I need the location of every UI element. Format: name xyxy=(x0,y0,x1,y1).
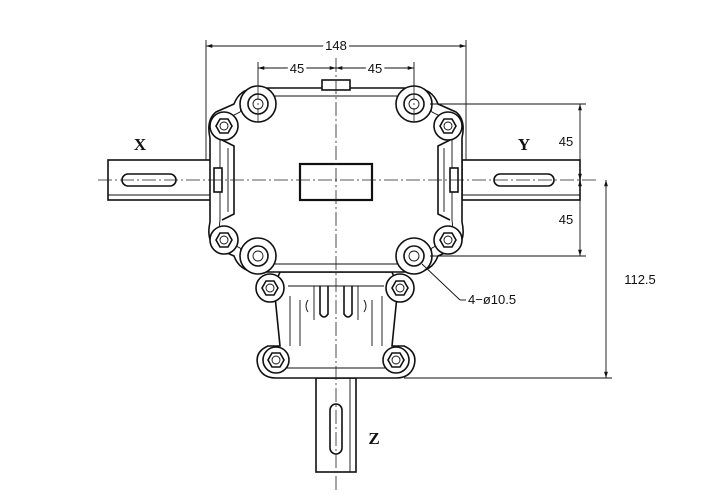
hex-bolt-left-lower xyxy=(209,225,239,255)
dim-overall-width: 148 xyxy=(325,38,347,53)
hex-bolt-left-upper xyxy=(209,111,239,141)
hex-bolt-lower-right xyxy=(385,273,415,303)
dim-lower-bolt-offset: 45 xyxy=(559,212,573,227)
shaft-x-label: X xyxy=(134,135,147,154)
hex-bolt-right-lower xyxy=(433,225,463,255)
dim-z-height: 112.5 xyxy=(624,272,656,287)
bolt-boss-bottom-left xyxy=(239,237,277,275)
shaft-z-label: Z xyxy=(368,429,379,448)
hex-bolt-lower-left xyxy=(255,273,285,303)
dim-upper-bolt-offset: 45 xyxy=(559,134,573,149)
hex-bolt-flange-left xyxy=(262,346,290,374)
hex-bolt-right-upper xyxy=(433,111,463,141)
center-lines xyxy=(98,58,596,490)
shaft-y-label: Y xyxy=(518,135,530,154)
hole-callout: 4−ø10.5 xyxy=(468,292,516,307)
dim-left-bolt-offset: 45 xyxy=(290,61,304,76)
dimension-lines xyxy=(205,40,612,379)
hex-bolt-flange-right xyxy=(382,346,410,374)
dim-right-bolt-offset: 45 xyxy=(368,61,382,76)
